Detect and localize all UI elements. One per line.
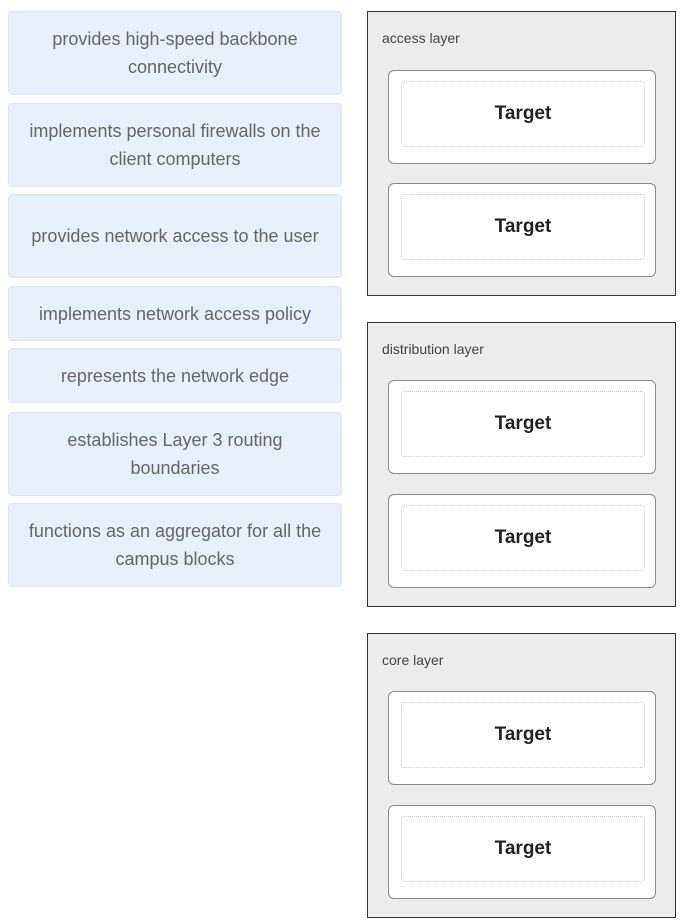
drag-item-campus-aggregator[interactable]: functions as an aggregator for all the c…	[8, 503, 342, 587]
drag-item-label: functions as an aggregator for all the c…	[28, 521, 322, 569]
drag-item-label: implements personal firewalls on the cli…	[29, 121, 321, 169]
target-label: Target	[401, 702, 645, 768]
panel-title: distribution layer	[382, 341, 484, 357]
drop-target-distribution-1[interactable]: Target	[388, 380, 656, 474]
panel-core-layer: core layer Target Target	[367, 633, 676, 918]
drag-item-label: represents the network edge	[60, 365, 290, 386]
drag-item-high-speed-backbone[interactable]: provides high-speed backbone connectivit…	[8, 11, 342, 95]
drag-item-personal-firewalls[interactable]: implements personal firewalls on the cli…	[8, 103, 342, 187]
drag-item-label: establishes Layer 3 routing boundaries	[67, 430, 283, 478]
panel-title: access layer	[382, 30, 460, 46]
drag-item-network-edge[interactable]: represents the network edge	[8, 348, 342, 403]
drop-target-distribution-2[interactable]: Target	[388, 494, 656, 588]
target-label: Target	[401, 194, 645, 260]
drag-item-label: provides high-speed backbone connectivit…	[52, 29, 298, 77]
drop-target-core-2[interactable]: Target	[388, 805, 656, 899]
drop-target-access-2[interactable]: Target	[388, 183, 656, 277]
drag-item-label: provides network access to the user	[31, 226, 319, 246]
panel-access-layer: access layer Target Target	[367, 11, 676, 296]
drag-item-layer3-routing-boundaries[interactable]: establishes Layer 3 routing boundaries	[8, 412, 342, 496]
drop-target-core-1[interactable]: Target	[388, 691, 656, 785]
panel-distribution-layer: distribution layer Target Target	[367, 322, 676, 607]
drag-item-network-access-to-user[interactable]: provides network access to the user	[8, 194, 342, 278]
drag-item-network-access-policy[interactable]: implements network access policy	[8, 286, 342, 341]
panel-title: core layer	[382, 652, 444, 668]
drag-item-label: implements network access policy	[38, 303, 312, 324]
target-label: Target	[401, 81, 645, 147]
drop-target-access-1[interactable]: Target	[388, 70, 656, 164]
target-label: Target	[401, 505, 645, 571]
target-label: Target	[401, 816, 645, 882]
target-label: Target	[401, 391, 645, 457]
